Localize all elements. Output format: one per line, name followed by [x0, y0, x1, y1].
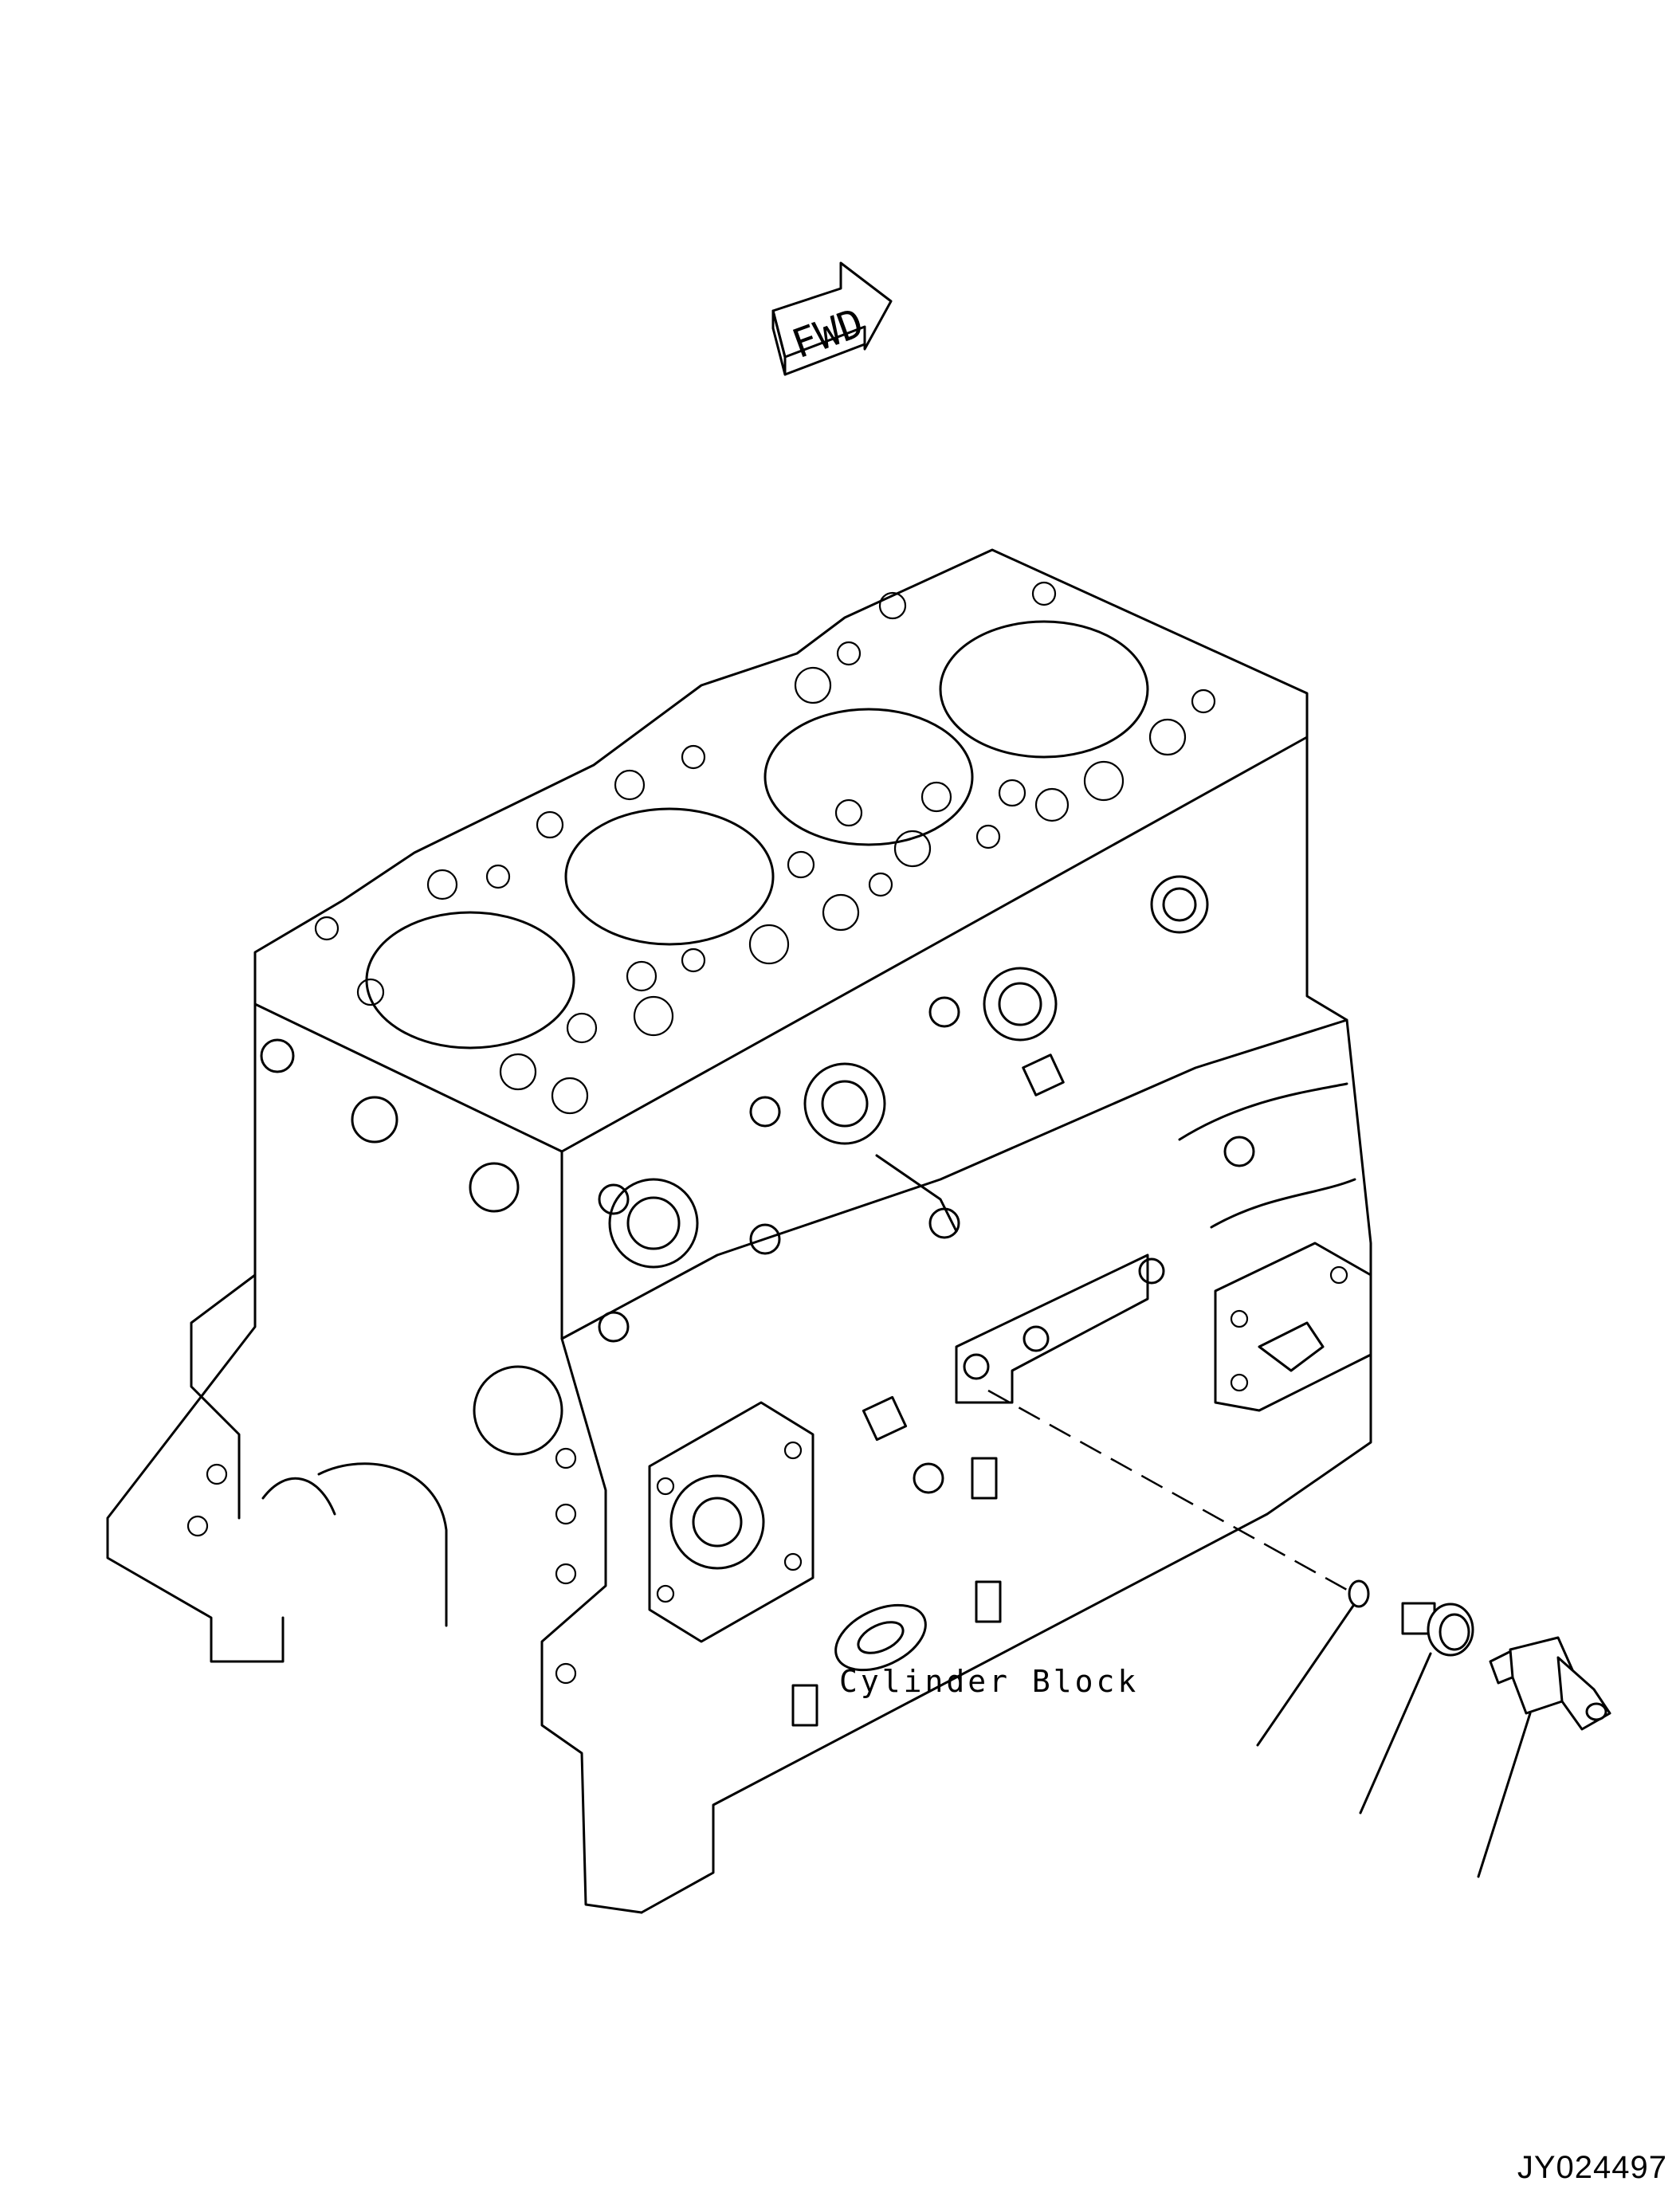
front-face-holes	[186, 1038, 577, 1685]
plug	[1359, 1602, 1474, 1814]
pressure-switch	[1477, 1636, 1611, 1878]
deck-holes	[314, 581, 1216, 1115]
front-flange	[648, 1401, 814, 1643]
drawing-id: JY024497	[1517, 2150, 1667, 2185]
oil-gallery-rail	[955, 1253, 1165, 1404]
side-flange	[1214, 1242, 1372, 1412]
cylinder-block-illustration	[106, 548, 1372, 1914]
assembly-line	[987, 1389, 1348, 1591]
plug-washer	[1256, 1579, 1370, 1747]
side-bosses	[598, 875, 1356, 1343]
fwd-arrow-icon: FWD	[771, 261, 893, 376]
part-label: Cylinder Block	[839, 1664, 1140, 1699]
fwd-label: FWD	[786, 300, 869, 367]
